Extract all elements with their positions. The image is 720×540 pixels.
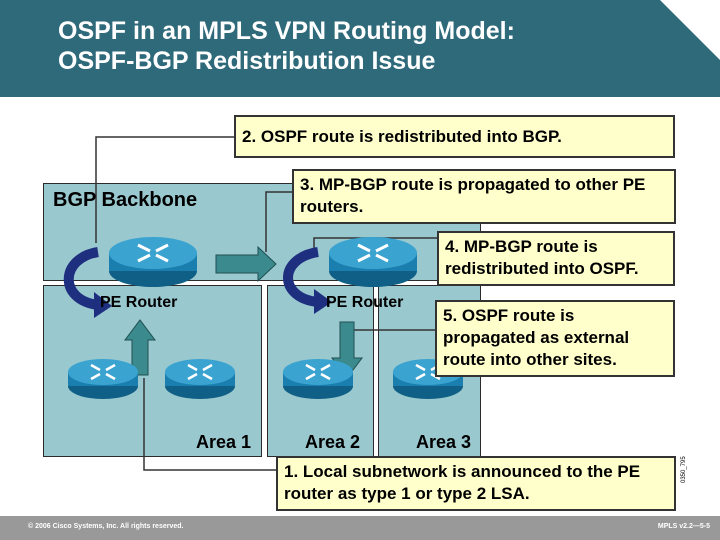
header-corner xyxy=(660,0,720,60)
note-step1: 1. Local subnetwork is announced to the … xyxy=(276,456,676,511)
leader-step3 xyxy=(265,191,292,252)
area-3-label: Area 3 xyxy=(416,432,472,452)
footer-copyright: © 2006 Cisco Systems, Inc. All rights re… xyxy=(28,523,184,530)
slide-title: OSPF in an MPLS VPN Routing Model: OSPF-… xyxy=(58,16,515,76)
pe-router-right-icon xyxy=(329,237,417,287)
area-2-label: Area 2 xyxy=(305,432,361,452)
pe-router-left-label: PE Router xyxy=(100,294,178,311)
area-1-label: Area 1 xyxy=(196,432,252,452)
title-line-2: OSPF-BGP Redistribution Issue xyxy=(58,47,436,75)
pe-router-left-icon xyxy=(109,237,197,287)
leader-step4 xyxy=(313,237,439,252)
note-step5: 5. OSPF route is propagated as external … xyxy=(435,300,675,377)
ce-router-area1-b-icon xyxy=(165,359,235,399)
bgp-backbone-label: BGP Backbone xyxy=(53,189,198,211)
slide-header: OSPF in an MPLS VPN Routing Model: OSPF-… xyxy=(0,0,720,97)
note-step2: 2. OSPF route is redistributed into BGP. xyxy=(234,115,675,158)
leader-step1 xyxy=(143,378,276,471)
ce-router-area2-icon xyxy=(283,359,353,399)
redistribute-curve-right xyxy=(283,247,320,307)
slide-footer: © 2006 Cisco Systems, Inc. All rights re… xyxy=(0,516,720,540)
footer-version: MPLS v2.2—5-5 xyxy=(657,523,710,530)
note-step3: 3. MP-BGP route is propagated to other P… xyxy=(292,169,676,224)
slide-code: 0350_795 xyxy=(681,456,687,483)
ce-router-area1-a-icon xyxy=(68,359,138,399)
title-line-1: OSPF in an MPLS VPN Routing Model: xyxy=(58,17,515,45)
pe-router-right-label: PE Router xyxy=(326,294,404,311)
note-step4: 4. MP-BGP route is redistributed into OS… xyxy=(437,231,675,286)
redistribute-curve-left xyxy=(63,247,100,310)
announce-arrow-up xyxy=(124,319,156,376)
leader-step5 xyxy=(349,329,437,342)
propagation-arrow-right xyxy=(215,245,277,283)
leader-step2 xyxy=(95,136,234,243)
